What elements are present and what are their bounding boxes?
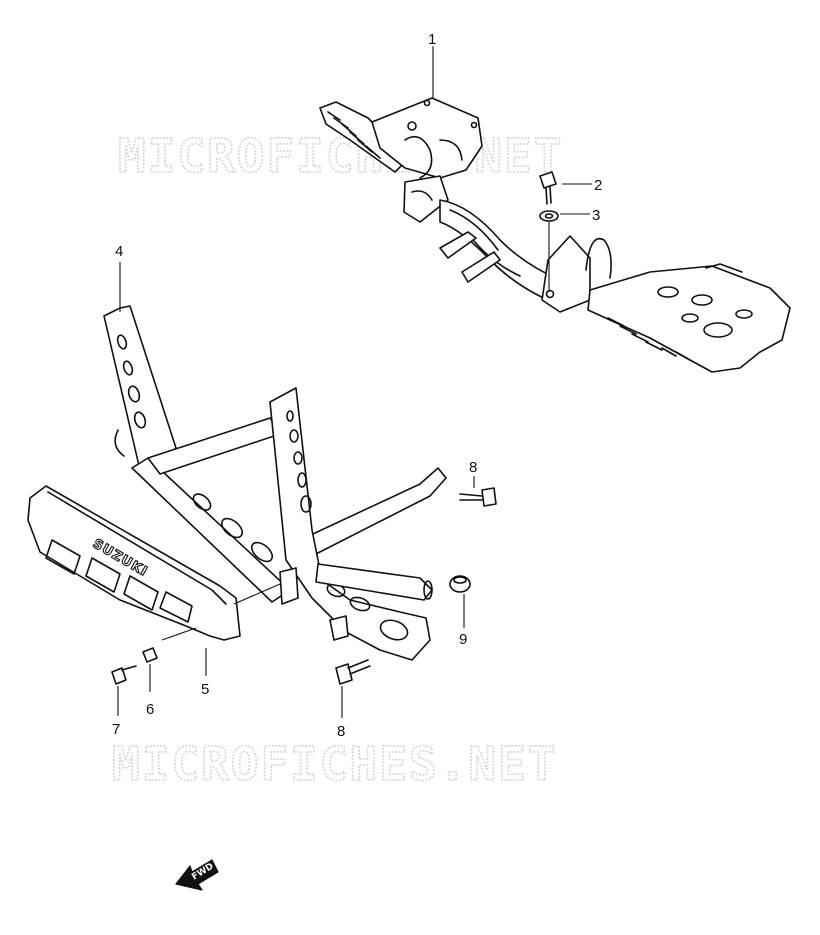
callout-1: 1 [428,31,436,48]
left-upright [103,305,177,471]
upright-hole [289,429,299,443]
bracket-curve [439,139,463,161]
cap-body [449,575,471,593]
upright-hole [133,411,147,429]
upright-hole [349,596,371,612]
bolt-part-8-upper [459,487,497,507]
mount-hole [407,121,417,131]
left-curve-tab [114,429,125,457]
guard-vent [45,539,81,575]
skid-guard-lip [47,491,227,605]
small-bracket [279,567,299,605]
footrest-bracket-part-1 [319,97,791,373]
footpeg-hole [657,286,679,298]
bolt-head [539,171,557,189]
side-tube [315,563,433,601]
callout-6: 6 [146,701,154,718]
cap-top [453,576,467,584]
footpeg-rim [705,263,743,273]
upright-hole [379,619,409,641]
nut-body [142,647,158,663]
washer [539,210,559,222]
left-footpeg-plate [319,101,406,173]
footpeg-hole [691,294,713,306]
bolt-shank [459,493,483,501]
washer-hole [544,213,554,219]
footpeg-hole [681,313,699,323]
mount-hole [470,121,478,129]
screw-head [111,667,127,685]
screw-shank [121,665,137,671]
guard-vent [85,557,121,593]
bolt-shank [347,659,371,675]
bracket-loop [404,135,433,179]
brace-hole [192,493,212,511]
forward-direction-arrow: FWD [175,859,219,891]
bolt-head [335,663,353,685]
brace-hole [220,517,244,539]
callout-3: 3 [592,207,600,224]
callout-4: 4 [115,243,123,260]
callout-9: 9 [459,631,467,648]
arrow-icon [175,859,219,891]
callout-2: 2 [594,177,602,194]
frame-assembly-part-4 [103,305,447,661]
bolt-part-8-lower [335,659,371,685]
watermark-top: MICROFICHES.NET [118,129,563,183]
skid-guard-body [27,485,241,641]
clamp-detail [411,190,433,201]
bolt-part-2 [539,171,557,205]
tube-end [423,580,433,600]
callout-8-upper: 8 [469,459,477,476]
upright-hole [297,472,307,488]
upright-hole [122,360,134,376]
callout-8-lower: 8 [337,723,345,740]
upright-hole [127,385,141,403]
callout-7: 7 [112,721,120,738]
mount-hole [545,289,555,299]
top-mount-bracket [371,97,483,179]
small-bracket [329,615,349,641]
footpeg-hole [735,309,753,319]
right-footpeg-plate [587,265,791,373]
screw-part-7 [111,665,137,685]
right-upright [269,387,431,661]
upright-hole [293,451,303,465]
mount-hole [423,99,431,107]
upright-hole [286,410,294,422]
left-footpeg-teeth [327,111,381,159]
callout-5: 5 [201,681,209,698]
skid-guard-part-5: SUZUKI [27,485,241,641]
clamp-block [403,175,449,223]
footpeg-hole [703,322,733,338]
cap-part-9 [449,575,471,593]
brace-hole [250,541,274,563]
bolt-shank [545,186,552,205]
watermark-bottom: MICROFICHES.NET [112,737,557,791]
leader-lines [117,46,592,718]
guard-vent [159,591,193,623]
bolt-head [481,487,497,507]
bracket-tab [439,231,477,259]
right-footpeg-teeth [607,317,691,361]
guard-vent [123,575,159,611]
washer-part-3 [539,210,559,222]
bracket-tab [461,251,501,283]
upright-hole [116,334,128,350]
right-hook [585,237,612,279]
nut-part-6 [142,647,158,663]
rear-tube [299,467,447,557]
upright-hole [300,495,312,513]
